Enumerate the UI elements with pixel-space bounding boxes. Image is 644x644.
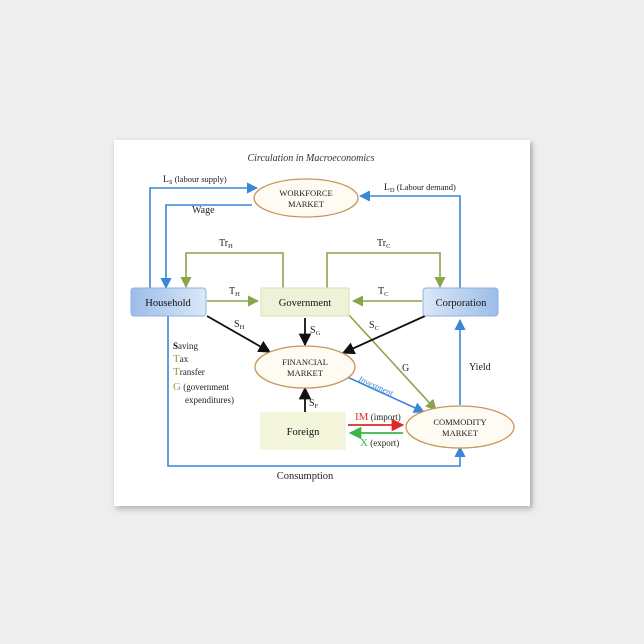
consumption-arrow: [167, 316, 466, 467]
investment-label: Investment: [356, 373, 395, 398]
diagram-title: Circulation in Macroeconomics: [247, 153, 374, 164]
legend-saving: Saving: [173, 341, 199, 351]
corporation-label: Corporation: [436, 298, 487, 309]
workforce-market-label-1: WORKFORCE: [279, 188, 332, 198]
labour-demand-label: LD (Labour demand): [384, 182, 456, 194]
labour-supply-arrow: [149, 182, 259, 288]
financial-market-node: FINANCIAL MARKET: [254, 345, 356, 389]
foreign-label: Foreign: [287, 427, 320, 438]
workforce-market-node: WORKFORCE MARKET: [253, 178, 359, 218]
transfer-household-label: TrH: [219, 238, 233, 250]
export-label: X (export): [360, 437, 399, 449]
saving-foreign-label: SF: [309, 398, 319, 410]
workforce-market-label-2: MARKET: [288, 199, 325, 209]
saving-household-arrow: [206, 315, 272, 353]
financial-market-label-2: MARKET: [287, 368, 324, 378]
legend-transfer: Transfer: [173, 366, 205, 378]
corporation-node: Corporation: [422, 287, 499, 317]
tax-household-label: TH: [229, 286, 240, 298]
legend-government: G (government: [173, 381, 230, 393]
household-node: Household: [130, 287, 207, 317]
saving-government-label: SG: [310, 325, 321, 337]
transfer-corporation-label: TrC: [377, 238, 390, 250]
government-node: Government: [260, 287, 350, 317]
government-expenditure-label: G: [402, 363, 409, 374]
financial-market-label-1: FINANCIAL: [282, 357, 328, 367]
government-expenditure-arrow: [347, 313, 437, 411]
consumption-label: Consumption: [277, 471, 334, 482]
yield-label: Yield: [469, 362, 491, 373]
government-label: Government: [279, 298, 332, 309]
household-label: Household: [145, 298, 191, 309]
commodity-market-label-2: MARKET: [442, 428, 479, 438]
wage-label: Wage: [192, 205, 215, 216]
canvas-edge: [530, 142, 534, 508]
saving-household-label: SH: [234, 319, 245, 331]
wage-arrow: [160, 204, 252, 290]
transfer-household-arrow: [180, 252, 284, 289]
commodity-market-node: COMMODITY MARKET: [405, 405, 515, 449]
legend: Saving Tax Transfer G (government expend…: [173, 341, 234, 405]
legend-tax: Tax: [173, 353, 189, 365]
saving-corporation-arrow: [341, 315, 426, 355]
transfer-corporation-arrow: [326, 252, 446, 289]
investment-arrow: [344, 375, 426, 413]
tax-corporation-label: TC: [378, 286, 388, 298]
foreign-node: Foreign: [260, 412, 346, 450]
import-label: IM (import): [355, 411, 401, 423]
legend-government-line2: expenditures): [185, 395, 234, 405]
labour-supply-label: LS (labour supply): [163, 174, 227, 186]
commodity-market-label-1: COMMODITY: [433, 417, 486, 427]
labour-demand-arrow: [358, 190, 461, 288]
saving-corporation-label: SC: [369, 320, 379, 332]
